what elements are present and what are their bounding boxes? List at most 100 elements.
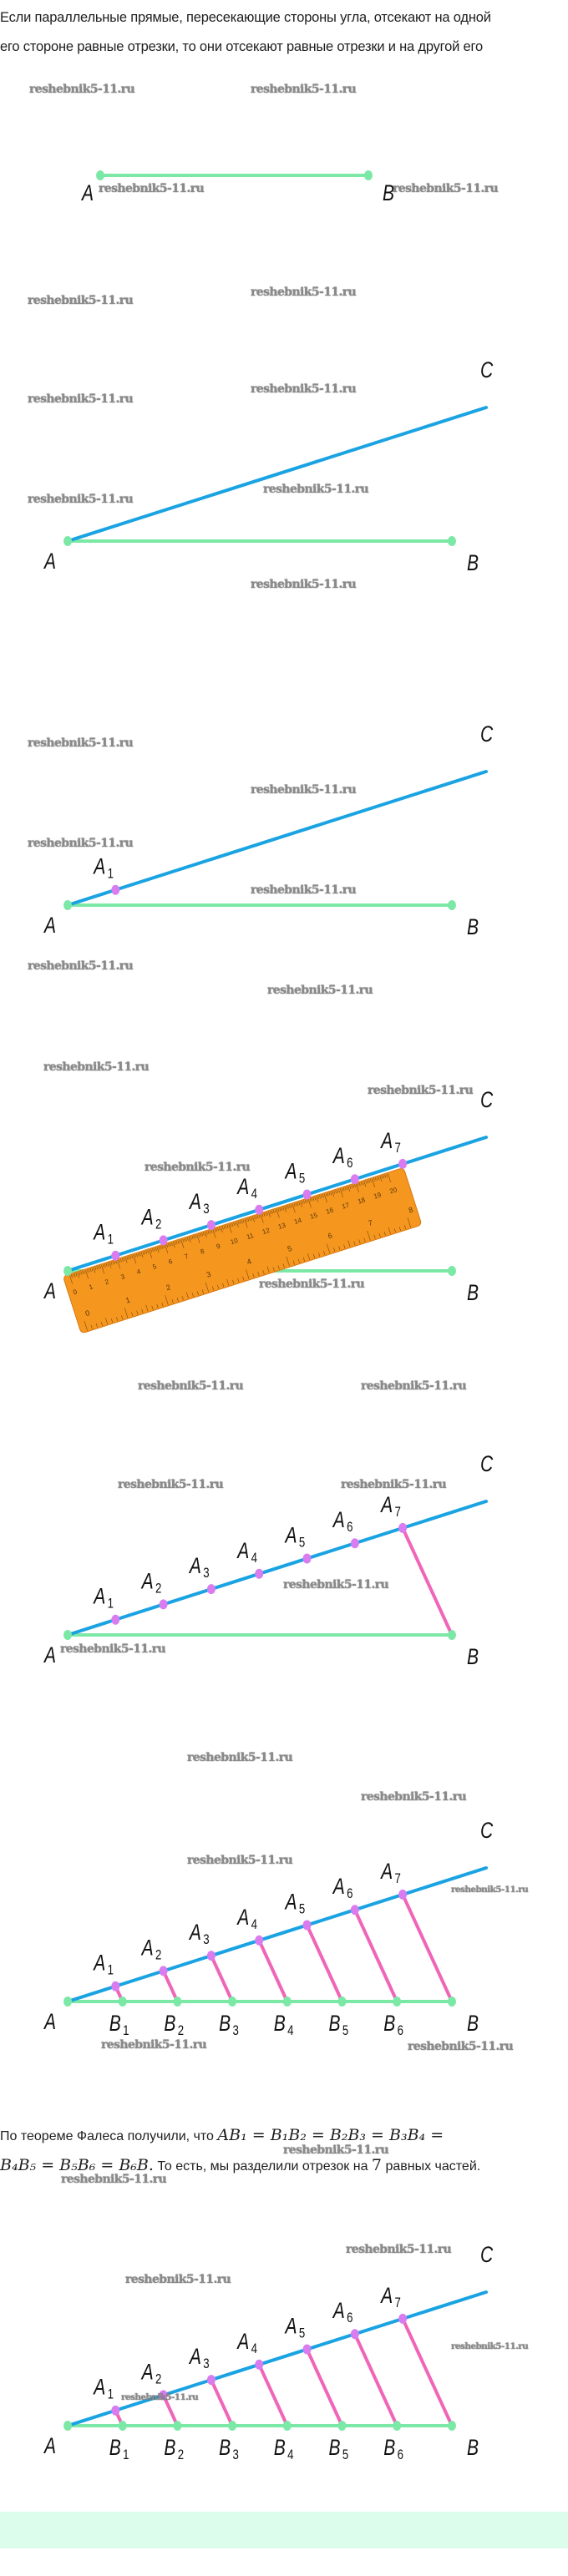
watermark: reshebnik5-11.ru [263, 483, 369, 496]
side-ac [66, 1866, 488, 2003]
watermark: reshebnik5-11.ru [361, 1790, 467, 1804]
point-b1 [118, 2421, 127, 2431]
ruler-inch-tick [353, 1241, 356, 1246]
parallel-line-a2b2 [161, 1969, 180, 2003]
ruler-mm-tick [93, 1267, 96, 1273]
label-c: C [480, 722, 494, 747]
ruler-inch-tick [398, 1227, 401, 1232]
ruler-inch-tick [171, 1298, 174, 1303]
conclusion-text: По теореме Фалеса получили, что [0, 2129, 218, 2143]
ruler-mm-tick [184, 1238, 185, 1242]
ruler-mm-tick [149, 1249, 153, 1259]
ruler-mm-tick [370, 1178, 372, 1182]
point-b4 [282, 1997, 292, 2007]
ruler-mm-tick [105, 1263, 108, 1267]
side-ac [66, 1500, 488, 1637]
ruler-mm-tick [316, 1196, 319, 1202]
ruler-inch-tick [141, 1308, 144, 1313]
ruler-inch-tick [90, 1324, 93, 1329]
ruler-inch-label: 1 [124, 1296, 131, 1305]
watermark: reshebnik5-11.ru [28, 736, 134, 750]
ruler-mm-tick [373, 1177, 375, 1182]
point-a4 [255, 1204, 264, 1215]
ruler-inch-tick [145, 1304, 149, 1312]
watermark: reshebnik5-11.ru [341, 1478, 447, 1491]
ruler-mm-tick [200, 1233, 202, 1237]
ruler-mm-tick [292, 1203, 296, 1213]
ruler-inch-label: 2 [165, 1283, 172, 1292]
conclusion-text-3: равных частей. [382, 2159, 481, 2174]
ruler-mm-tick [170, 1242, 173, 1246]
point-a4 [255, 2359, 264, 2370]
ruler-mm-tick [99, 1265, 102, 1269]
label-a: A [80, 181, 94, 206]
ruler-inch-tick [297, 1258, 300, 1263]
point-a3 [206, 2375, 216, 2386]
ruler-cm-label: 4 [136, 1268, 142, 1276]
ruler-cm-label: 8 [200, 1248, 205, 1256]
ruler-mm-tick [360, 1182, 363, 1186]
ruler-inch-label: 0 [84, 1308, 91, 1318]
point-a1 [111, 884, 120, 895]
ruler-mm-tick [161, 1245, 164, 1249]
point-a1 [111, 1614, 120, 1625]
ruler-inch-tick [393, 1228, 396, 1232]
point-a7 [398, 1158, 408, 1169]
ruler-mm-tick [322, 1194, 324, 1198]
watermark: reshebnik5-11.ru [28, 294, 134, 307]
ruler-inch-label: 7 [368, 1218, 374, 1227]
ruler-mm-tick [187, 1237, 189, 1241]
intro-line-1: Если параллельные прямые, пересекающие с… [0, 10, 491, 25]
ruler-mm-tick [303, 1200, 305, 1204]
label-a: A [43, 2010, 56, 2035]
line-a7-b [401, 1892, 454, 2003]
ruler-mm-tick [276, 1208, 280, 1218]
ruler-inch-tick [185, 1292, 189, 1299]
ruler-mm-tick [115, 1260, 118, 1264]
ruler: 0123456789101112131415161718192001234567… [63, 1168, 422, 1334]
ruler-mm-tick [365, 1180, 368, 1184]
ruler-mm-tick [70, 1274, 73, 1278]
ruler-mm-tick [263, 1212, 266, 1217]
ruler-mm-tick [342, 1187, 345, 1192]
point-a4 [255, 1568, 264, 1579]
label-c: C [480, 1819, 494, 1844]
ruler-inch-tick [196, 1291, 199, 1296]
ruler-mm-tick [74, 1273, 76, 1278]
ruler-mm-tick [142, 1251, 145, 1255]
point-b [448, 900, 456, 910]
conclusion-number: 7 [371, 2156, 383, 2174]
ruler-mm-tick [338, 1189, 340, 1193]
watermark: reshebnik5-11.ru [28, 493, 134, 506]
ruler-mm-tick [75, 1273, 78, 1277]
ruler-inch-tick [217, 1284, 220, 1289]
ruler-mm-tick [150, 1248, 152, 1253]
conclusion-math-1: AB₁ = B₁B₂ = B₂B₃ = B₃B₄ = [217, 2126, 444, 2144]
ruler-inch-label: 6 [327, 1231, 333, 1240]
ruler-inch-tick [111, 1318, 114, 1323]
ruler-mm-tick [319, 1195, 321, 1199]
label-b: B [467, 1281, 479, 1306]
point-a5 [302, 1553, 312, 1564]
watermark: reshebnik5-11.ru [251, 286, 357, 299]
ruler-inch-tick [226, 1278, 230, 1286]
point-a5 [302, 1189, 312, 1200]
ruler-inch-tick [282, 1263, 285, 1268]
ruler-mm-tick [156, 1247, 160, 1253]
ruler-mm-tick [79, 1272, 81, 1276]
ruler-mm-tick [271, 1210, 273, 1214]
ruler-cm-label: 5 [152, 1263, 158, 1271]
point-a7 [398, 1889, 408, 1900]
ruler-mm-tick [198, 1233, 200, 1237]
ruler-mm-tick [383, 1175, 385, 1179]
ruler-inch-tick [338, 1246, 341, 1251]
ruler-inch-tick [212, 1286, 215, 1291]
